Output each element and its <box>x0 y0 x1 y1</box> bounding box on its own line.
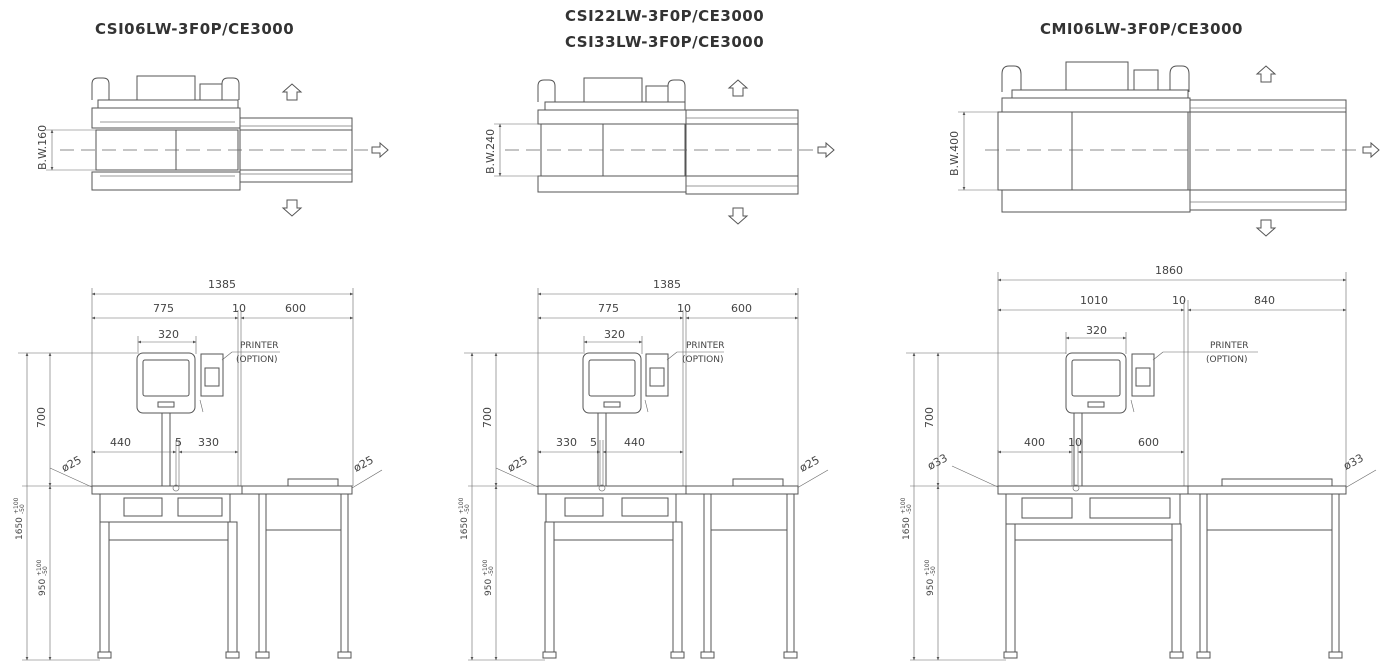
model-title-2a: CSI22LW-3F0P/CE3000 <box>565 7 765 25</box>
model-3-front-view: 1860 1010 10 840 320 PRINTER (OPTION) 40… <box>900 264 1377 661</box>
model-3-total-height: 1650 <box>902 517 912 540</box>
model-3-dia-right: ø33 <box>1341 451 1365 472</box>
model-3-total-height-tol-plus: +100 <box>900 497 907 514</box>
model-3-center-gap: 10 <box>1068 436 1082 449</box>
model-1-printer-option: (OPTION) <box>236 355 278 365</box>
model-1-left-to-center: 440 <box>110 436 131 449</box>
model-2-printer: PRINTER <box>686 341 725 351</box>
model-2-conveyor-height: 950 <box>484 579 494 596</box>
model-1-center-gap: 5 <box>175 436 182 449</box>
model-1-conveyor-height-tol-minus: -50 <box>42 566 49 576</box>
model-1-printer: PRINTER <box>240 341 279 351</box>
model-1-gap: 10 <box>232 302 246 315</box>
model-1-left-section: 775 <box>153 302 174 315</box>
model-2-display-width: 320 <box>604 328 625 341</box>
model-2-dia-left: ø25 <box>505 453 529 474</box>
model-2-conveyor-height-tol-minus: -50 <box>488 566 495 576</box>
model-1-dia-left: ø25 <box>59 453 83 474</box>
model-3-left-to-center: 400 <box>1024 436 1045 449</box>
model-2-top-view: B.W.240 <box>484 77 835 225</box>
model-2-total-height: 1650 <box>460 517 470 540</box>
model-2-conveyor-height-tol-plus: +100 <box>482 559 489 576</box>
model-title-2b: CSI33LW-3F0P/CE3000 <box>565 33 765 51</box>
model-1-overall-width: 1385 <box>208 278 236 291</box>
model-2-left-to-center: 330 <box>556 436 577 449</box>
model-1-top-view: B.W.160 <box>36 75 389 217</box>
model-3-top-view: B.W.400 <box>948 61 1380 237</box>
model-title-3: CMI06LW-3F0P/CE3000 <box>1040 20 1243 38</box>
model-1-total-height-tol-minus: -50 <box>19 504 26 514</box>
model-2-printer-option: (OPTION) <box>682 355 724 365</box>
model-2-total-height-tol-plus: +100 <box>458 497 465 514</box>
model-2-front-view: 1385 775 10 600 320 PRINTER (OPTION) 330… <box>458 278 829 661</box>
model-3-conveyor-height: 950 <box>926 579 936 596</box>
model-1-display-width: 320 <box>158 328 179 341</box>
model-2-gap: 10 <box>677 302 691 315</box>
model-3-overall-width: 1860 <box>1155 264 1183 277</box>
model-2-center-to-right: 440 <box>624 436 645 449</box>
model-1-total-height: 1650 <box>15 517 25 540</box>
model-1-display-height: 700 <box>35 407 48 428</box>
model-2-overall-width: 1385 <box>653 278 681 291</box>
model-1-total-height-tol-plus: +100 <box>13 497 20 514</box>
model-3-belt-width: B.W.400 <box>948 131 961 176</box>
model-1-dia-right: ø25 <box>351 453 375 474</box>
model-2-left-section: 775 <box>598 302 619 315</box>
model-3-total-height-tol-minus: -50 <box>906 504 913 514</box>
model-3-display-width: 320 <box>1086 324 1107 337</box>
model-3-display-height: 700 <box>923 407 936 428</box>
model-3-conveyor-height-tol-plus: +100 <box>924 559 931 576</box>
model-3-right-section: 840 <box>1254 294 1275 307</box>
model-1-conveyor-height-tol-plus: +100 <box>36 559 43 576</box>
model-3-gap: 10 <box>1172 294 1186 307</box>
model-2-right-section: 600 <box>731 302 752 315</box>
model-2-belt-width: B.W.240 <box>484 129 497 174</box>
model-title-1: CSI06LW-3F0P/CE3000 <box>95 20 295 38</box>
model-3-printer-option: (OPTION) <box>1206 355 1248 365</box>
model-1-front-view: 1385 775 10 600 320 PRINTER (OPTION) 440… <box>13 278 383 661</box>
model-3-conveyor-height-tol-minus: -50 <box>930 566 937 576</box>
model-3-center-to-right: 600 <box>1138 436 1159 449</box>
model-3-dia-left: ø33 <box>925 451 949 472</box>
model-2-display-height: 700 <box>481 407 494 428</box>
model-2-total-height-tol-minus: -50 <box>464 504 471 514</box>
model-3-printer: PRINTER <box>1210 341 1249 351</box>
model-2-center-gap: 5 <box>590 436 597 449</box>
model-2-dia-right: ø25 <box>797 453 821 474</box>
model-1-center-to-right: 330 <box>198 436 219 449</box>
model-3-left-section: 1010 <box>1080 294 1108 307</box>
model-1-belt-width: B.W.160 <box>36 125 49 170</box>
model-1-right-section: 600 <box>285 302 306 315</box>
model-1-conveyor-height: 950 <box>38 579 48 596</box>
